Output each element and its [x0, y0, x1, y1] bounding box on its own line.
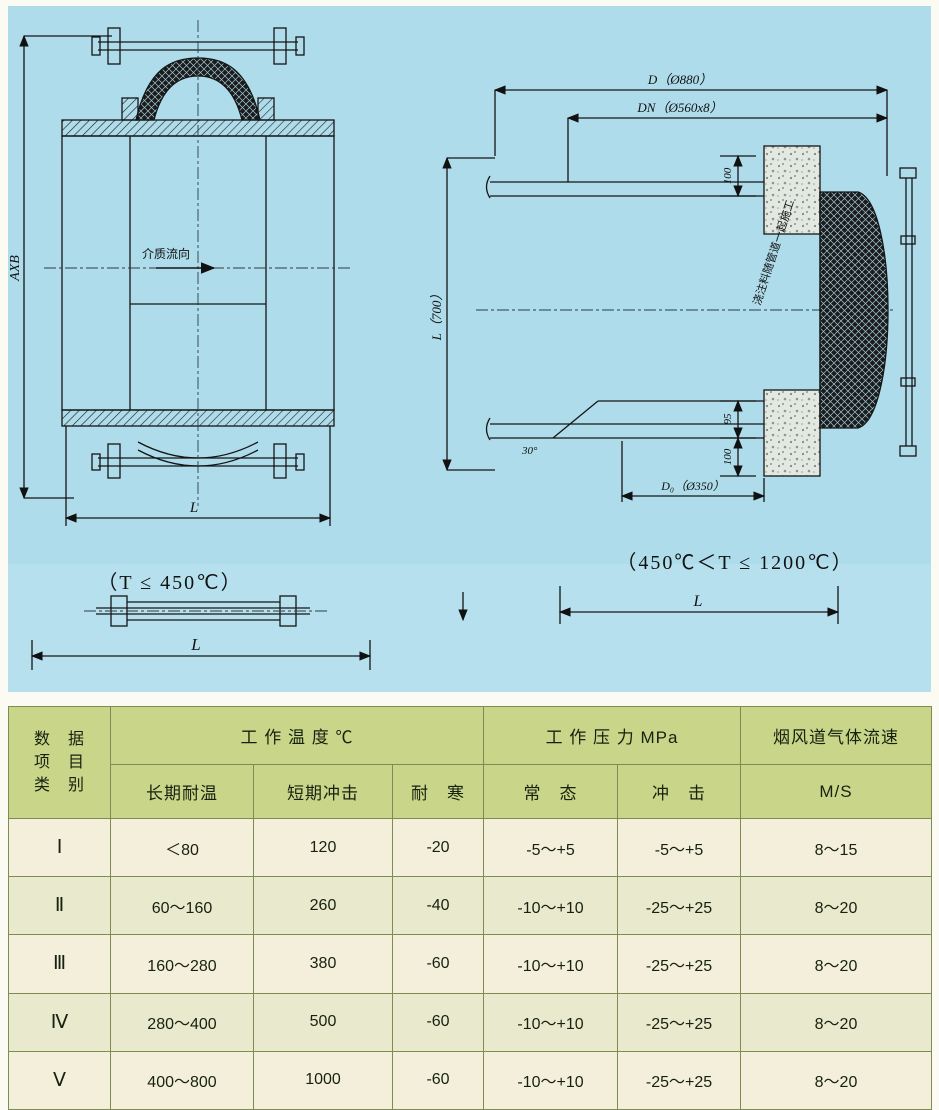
flow-direction-label: 介质流向	[142, 246, 190, 261]
right-drawing	[442, 85, 917, 624]
compressed-length-label: L	[190, 635, 200, 654]
table-cell: 280～400	[110, 992, 254, 1052]
table-cell: -40	[392, 876, 484, 936]
row-class-cell: Ⅴ	[8, 1050, 111, 1110]
axb-dimension-label: AXB	[8, 255, 23, 282]
left-length-label: L	[189, 500, 198, 516]
table-cell: -25～+25	[616, 934, 742, 994]
spec-table: 数 据 项 目 类 别 工 作 温 度 ℃ 工 作 压 力 MPa 烟风道气体流…	[8, 706, 933, 1110]
table-cell: 120	[253, 817, 393, 878]
technical-drawings: AXB 介质流向 L L	[8, 20, 917, 670]
table-cell: -25～+25	[616, 876, 742, 936]
table-row: Ⅲ 160～280 380 -60 -10～+10 -25～+25 8～20	[8, 934, 933, 994]
table-cell: 8～20	[740, 1050, 933, 1110]
table-cell: ＜80	[110, 817, 254, 878]
dim-100-bottom-label: 100	[722, 448, 734, 465]
table-cell: 380	[253, 934, 393, 994]
table-cell: 400～800	[110, 1050, 254, 1110]
header-category-line3: 类 别	[33, 777, 85, 795]
header-long-term: 长期耐温	[110, 764, 254, 819]
row-class-cell: Ⅳ	[8, 992, 111, 1052]
angle-30-label: 30°	[521, 445, 538, 457]
table-cell: 160～280	[110, 934, 254, 994]
table-row: Ⅰ ＜80 120 -20 -5～+5 -5～+5 8～15	[8, 817, 933, 878]
l700-dimension-label: L（700）	[429, 288, 444, 342]
compressed-drawing	[30, 592, 468, 670]
table-cell: -60	[392, 934, 484, 994]
do-dimension-label: D₀（Ø350）	[660, 479, 725, 493]
left-drawing	[19, 20, 352, 526]
table-cell: 8～20	[740, 876, 933, 936]
table-cell: -5～+5	[616, 817, 742, 878]
right-length-label: L	[693, 593, 703, 610]
table-cell: -25～+25	[616, 1050, 742, 1110]
row-class-cell: Ⅲ	[8, 934, 111, 994]
d-dimension-label: D（Ø880）	[647, 72, 712, 87]
table-cell: 8～15	[740, 817, 933, 878]
dn-dimension-label: DN（Ø560x8）	[636, 100, 722, 115]
table-row: Ⅴ 400～800 1000 -60 -10～+10 -25～+25 8～20	[8, 1050, 933, 1110]
right-temp-caption: （450℃＜T ≤ 1200℃）	[616, 552, 854, 574]
table-cell: 8～20	[740, 992, 933, 1052]
table-cell: -20	[392, 817, 484, 878]
header-category: 数 据 项 目 类 别	[8, 706, 111, 819]
table-row: Ⅳ 280～400 500 -60 -10～+10 -25～+25 8～20	[8, 992, 933, 1052]
table-cell: 260	[253, 876, 393, 936]
spec-table-panel: 数 据 项 目 类 别 工 作 温 度 ℃ 工 作 压 力 MPa 烟风道气体流…	[8, 706, 933, 1110]
table-cell: -60	[392, 992, 484, 1052]
table-cell: 60～160	[110, 876, 254, 936]
table-cell: -60	[392, 1050, 484, 1110]
header-impact: 冲 击	[616, 764, 742, 819]
table-cell: -10～+10	[483, 876, 618, 936]
header-short-impact: 短期冲击	[253, 764, 393, 819]
table-row: Ⅱ 60～160 260 -40 -10～+10 -25～+25 8～20	[8, 876, 933, 936]
header-speed-unit: M/S	[740, 764, 933, 819]
left-temp-caption: （T ≤ 450℃）	[97, 572, 243, 594]
table-cell: 1000	[253, 1050, 393, 1110]
header-group-row: 数 据 项 目 类 别 工 作 温 度 ℃ 工 作 压 力 MPa 烟风道气体流…	[8, 706, 933, 819]
dim-95-label: 95	[722, 413, 734, 425]
dim-100-top-label: 100	[722, 167, 734, 184]
row-class-cell: Ⅱ	[8, 876, 111, 936]
header-flow-group: 烟风道气体流速	[740, 706, 933, 765]
table-cell: 8～20	[740, 934, 933, 994]
header-category-line1: 数 据	[33, 730, 85, 748]
header-category-line2: 项 目	[33, 753, 85, 771]
header-cold-resist: 耐 寒	[392, 764, 484, 819]
table-cell: -10～+10	[483, 992, 618, 1052]
table-cell: 500	[253, 992, 393, 1052]
header-normal-state: 常 态	[483, 764, 618, 819]
row-class-cell: Ⅰ	[8, 817, 111, 878]
table-cell: -10～+10	[483, 934, 618, 994]
header-sub-row: 长期耐温 短期冲击 耐 寒 常 态 冲 击 M/S	[9, 764, 933, 819]
drawing-panel: AXB 介质流向 L L	[8, 6, 931, 692]
header-pressure-group: 工 作 压 力 MPa	[482, 706, 742, 765]
table-cell: -5～+5	[483, 817, 618, 878]
panel-lower-band	[8, 564, 931, 692]
header-temp-group: 工 作 温 度 ℃	[110, 706, 484, 765]
table-cell: -25～+25	[616, 992, 742, 1052]
table-cell: -10～+10	[483, 1050, 618, 1110]
